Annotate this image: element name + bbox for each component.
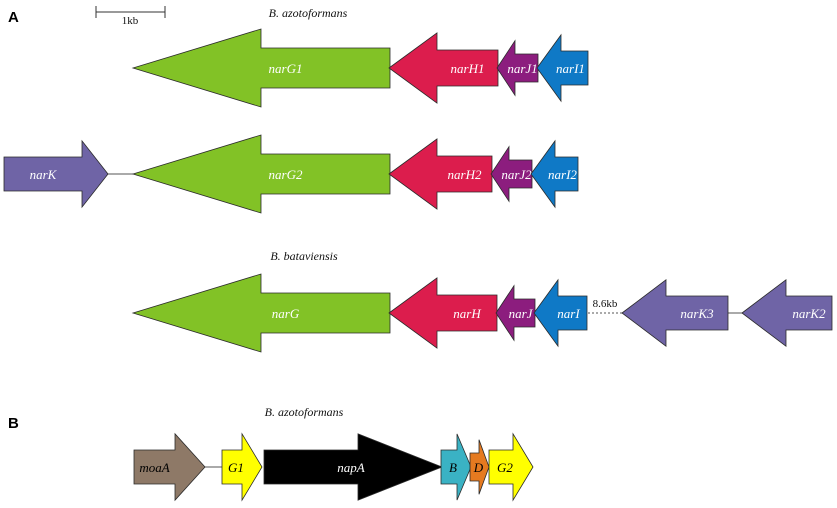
gene-arrow-narG: narG [131, 273, 391, 353]
gene-arrow-narI2: narI2 [530, 139, 579, 209]
gene-label: narH2 [448, 167, 482, 182]
gene-label: B [449, 460, 457, 475]
gene-arrow-B: B [440, 433, 472, 501]
gene-arrow-narJ: narJ [495, 284, 536, 342]
gene-label: napA [337, 460, 365, 475]
gene-label: narH [453, 306, 481, 321]
gene-label: narG2 [269, 167, 303, 182]
gene-arrow-narK2: narK2 [741, 279, 833, 347]
gene-arrow-moaA: moaA [133, 432, 206, 502]
gene-arrow-narI1: narI1 [536, 33, 589, 103]
gene-arrow-G2: G2 [488, 432, 534, 502]
gene-label: narK [30, 167, 58, 182]
gene-arrow-narH: narH [388, 277, 498, 349]
gene-label: narJ [509, 306, 534, 321]
gene-label: D [473, 460, 484, 475]
gene-label: narH1 [451, 61, 485, 76]
gene-arrows: narG1 narH1 narJ1 narI1 narK narG2 narH2… [3, 28, 833, 502]
gene-arrow-D: D [469, 439, 490, 495]
species-label-azotoformans-a: B. azotoformans [269, 6, 348, 20]
panel-label-b: B [8, 415, 19, 432]
gene-arrow-napA: napA [263, 433, 444, 501]
gene-label: G2 [497, 460, 513, 475]
gene-arrow-narH1: narH1 [388, 32, 499, 104]
gene-arrow-narG2: narG2 [131, 134, 391, 214]
gene-label: moaA [139, 460, 169, 475]
gene-label: narK2 [792, 306, 826, 321]
gene-label: narJ2 [501, 167, 532, 182]
species-label-bataviensis: B. bataviensis [270, 249, 338, 263]
scale-bar: 1kb [95, 6, 166, 27]
gene-label: narK3 [680, 306, 714, 321]
panel-label-a: A [8, 9, 19, 26]
gene-arrow-G1: G1 [221, 432, 263, 502]
gene-label: G1 [228, 460, 244, 475]
species-label-azotoformans-b: B. azotoformans [265, 405, 344, 419]
gene-arrow-narJ1: narJ1 [496, 39, 539, 97]
gene-arrow-narJ2: narJ2 [490, 145, 533, 203]
scale-bar-label: 1kb [122, 15, 139, 27]
gene-label: narJ1 [507, 61, 537, 76]
gene-arrow-narK3: narK3 [621, 279, 729, 347]
gene-label: narI1 [556, 61, 585, 76]
gene-label: narG [272, 306, 300, 321]
gene-arrow-narK: narK [3, 139, 109, 209]
gap-label: 8.6kb [593, 298, 618, 310]
gene-arrow-narG1: narG1 [131, 28, 391, 108]
gene-label: narG1 [269, 61, 303, 76]
gene-arrow-narH2: narH2 [388, 138, 493, 210]
gene-arrow-narI: narI [533, 278, 588, 348]
gene-label: narI [557, 306, 580, 321]
gene-label: narI2 [548, 167, 577, 182]
